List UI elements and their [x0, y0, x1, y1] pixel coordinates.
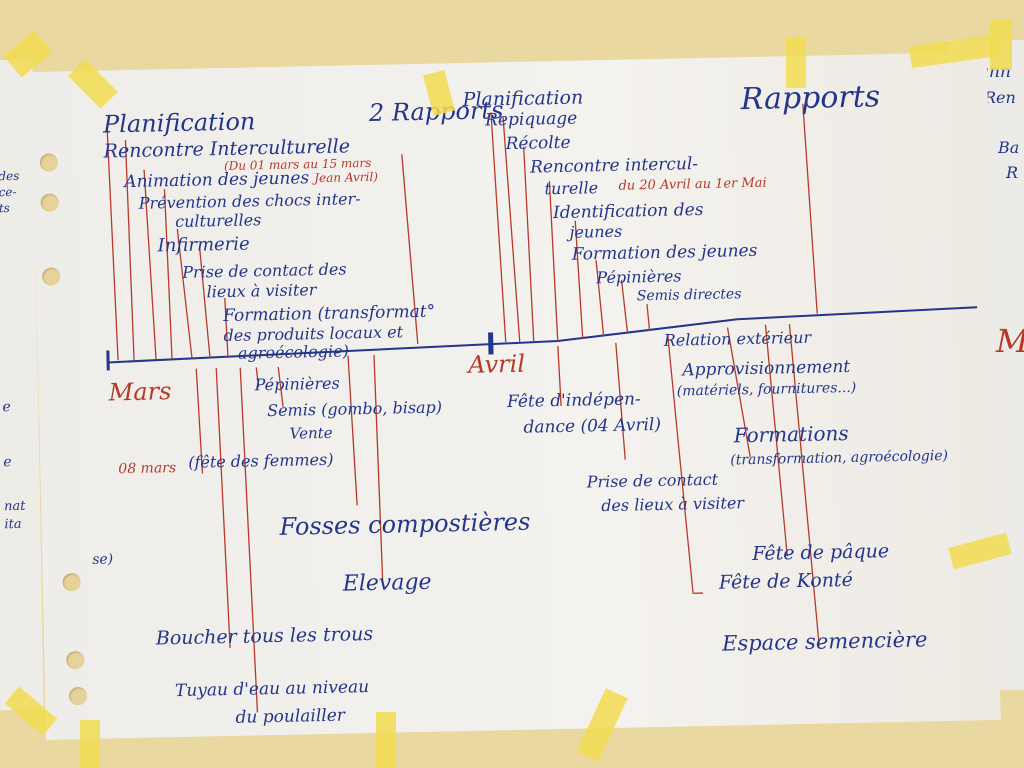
april-below-item: (matériels, fournitures...): [676, 379, 857, 400]
month-april: Avril: [467, 349, 526, 379]
april-below-item: Approvisionnement: [682, 356, 851, 381]
march-item: culturelles: [174, 210, 262, 232]
march-date-note: Jean Avril): [314, 169, 379, 186]
tape: [376, 712, 396, 768]
april-below-item: Fête de Konté: [718, 568, 854, 594]
april-below-item: Prise de contact: [586, 469, 719, 492]
reports-label-right: Rapports: [740, 79, 881, 118]
march-below-item: (fête des femmes): [188, 449, 334, 472]
month-march: Mars: [108, 377, 172, 407]
fragment: Ba: [998, 138, 1020, 157]
april-below-item: dance (04 Avril): [523, 414, 662, 438]
april-item: Repiquage: [484, 108, 578, 131]
march-item: Infirmerie: [157, 233, 250, 257]
month-may: Mai: [996, 325, 1024, 357]
march-item: Animation des jeunes: [124, 168, 310, 193]
april-item: Semis directes: [636, 286, 742, 305]
march-below-item: Boucher tous les trous: [155, 622, 374, 650]
april-item: Pépinières: [596, 266, 682, 288]
april-below-item: des lieux à visiter: [601, 493, 745, 516]
march-date-note: 08 mars: [118, 460, 177, 478]
april-below-item: Espace semencière: [721, 627, 928, 656]
march-below-item: Vente: [289, 423, 333, 443]
april-below-item: Fête d'indépen-: [506, 389, 641, 413]
tape: [786, 38, 806, 88]
april-planning: Planification: [462, 86, 584, 111]
april-item: Formation des jeunes: [571, 240, 758, 265]
fragment: R: [1006, 163, 1019, 182]
main-flipchart-sheet: Planification Rencontre Interculturelle …: [32, 51, 1001, 740]
march-below-item: se): [92, 551, 114, 568]
fragment: nat: [3, 498, 26, 515]
april-below-item: Fête de pâque: [752, 540, 890, 566]
march-below-item: Tuyau d'eau au niveau: [174, 677, 370, 702]
march-item: Formation (transformat°: [222, 301, 436, 327]
march-below-item: Fosses compostières: [279, 507, 531, 541]
march-planning: Planification: [102, 107, 256, 139]
tape: [990, 20, 1012, 70]
march-below-item: du poulailler: [235, 705, 346, 728]
march-below-item: Semis (gombo, bisap): [266, 397, 443, 421]
timeline-drawing: [106, 103, 978, 713]
red-arrows: [106, 103, 820, 713]
fragment: Ren: [984, 88, 1016, 107]
fragment: e: [2, 399, 11, 416]
fragment: ita: [4, 516, 22, 533]
april-date-note: du 20 Avril au 1er Mai: [618, 175, 767, 194]
april-below-item: Relation extérieur: [663, 327, 812, 350]
fragment: ts: [0, 201, 11, 216]
march-item: lieux à visiter: [206, 280, 317, 302]
april-item: Récolte: [505, 132, 571, 155]
march-item: agroécologie): [237, 341, 350, 363]
march-below-item: Elevage: [342, 569, 432, 597]
tape: [80, 720, 100, 768]
april-below-item: Formations: [733, 420, 849, 448]
april-item: jeunes: [569, 221, 623, 242]
fragment: e: [3, 454, 12, 471]
march-below-item: Pépinières: [254, 373, 340, 395]
april-item: Rencontre intercul-: [529, 154, 699, 178]
march-item: des produits locaux et: [223, 322, 404, 346]
march-item: Prise de contact des: [182, 259, 347, 282]
march-item: Prévention des chocs inter-: [138, 189, 361, 213]
april-item: Identification des: [552, 199, 704, 224]
fragment: des: [0, 168, 20, 184]
fragment: ce-: [0, 184, 17, 200]
april-item: turelle: [544, 178, 599, 199]
